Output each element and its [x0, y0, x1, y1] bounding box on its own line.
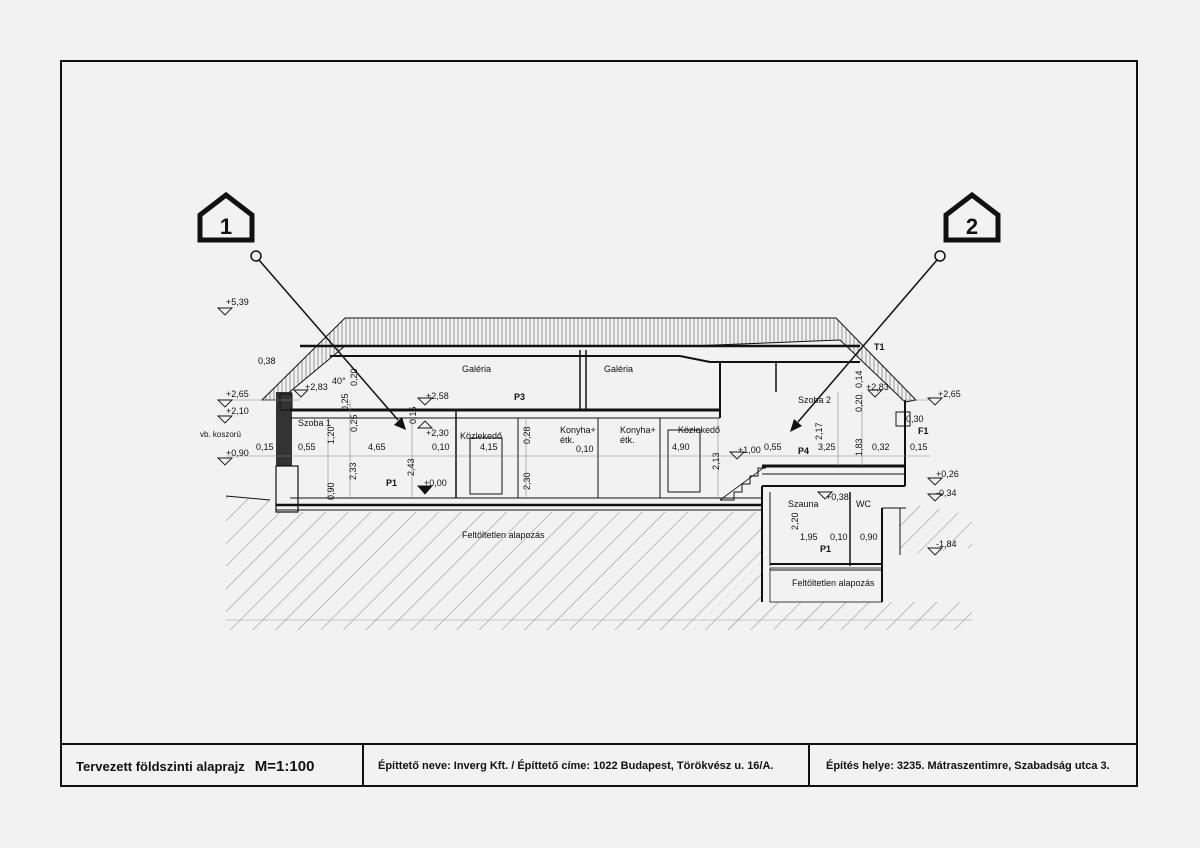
elevation-label: +2,83 [866, 382, 889, 392]
dimension-label: 4,15 [480, 442, 498, 452]
dimension-label: 1,20 [326, 426, 336, 444]
dimension-label: 0,25 [340, 393, 350, 411]
room-wc: WC [856, 499, 871, 509]
room-galeria-1: Galéria [462, 364, 491, 374]
dimension-label: 0,20 [349, 368, 359, 386]
dimension-label: 0,14 [854, 370, 864, 388]
dimension-label: 0,28 [522, 426, 532, 444]
guide-lines [226, 392, 930, 498]
dimension-label: 2,17 [814, 422, 824, 440]
room-galeria-2: Galéria [604, 364, 633, 374]
elevation-label: +0,00 [424, 478, 447, 488]
dimension-label: 2,33 [348, 462, 358, 480]
elevation-label: +2,10 [226, 406, 249, 416]
dimension-label: 0,10 [432, 442, 450, 452]
dimension-label: 0,15 [910, 442, 928, 452]
dimension-label: 0,32 [872, 442, 890, 452]
leader-anchor [934, 250, 946, 262]
dimension-label: 0,90 [860, 532, 878, 542]
arrow-head-icon [394, 417, 406, 430]
dimension-label: 0,30 [906, 414, 924, 424]
dimension-label: 3,25 [818, 442, 836, 452]
drawing-title-text: Tervezett földszinti alaprajz [76, 758, 245, 774]
room-szoba-2: Szoba 2 [798, 395, 831, 405]
layer-code: P1 [386, 478, 397, 488]
dimension-label: 4,65 [368, 442, 386, 452]
drawing-title: Tervezett földszinti alaprajz M=1:100 [76, 745, 314, 787]
layer-code: P4 [798, 446, 809, 456]
dimension-label: 0,10 [576, 444, 594, 454]
dimension-label: 2,13 [711, 452, 721, 470]
client-info: Építtető neve: Inverg Kft. / Építtető cí… [378, 760, 774, 772]
dimension-label: 0,55 [764, 442, 782, 452]
dimension-label: 40° [332, 376, 346, 386]
leader-line [797, 259, 938, 423]
room-konyha-1: Konyha+ [560, 425, 596, 435]
dimension-label: 1,83 [854, 438, 864, 456]
room-szauna: Szauna [788, 499, 819, 509]
room-konyha-1-sub: étk. [560, 435, 575, 445]
elevation-label: +2,83 [305, 382, 328, 392]
leader-line [258, 259, 399, 421]
marker-label: 1 [220, 214, 232, 239]
elevation-label: +0,26 [936, 469, 959, 479]
title-block: Tervezett földszinti alaprajz M=1:100 Ép… [60, 743, 1138, 787]
roof [260, 317, 918, 403]
dimension-label: 4,90 [672, 442, 690, 452]
house-marker-icon [943, 191, 1001, 243]
elevation-markers [216, 307, 944, 556]
dimension-label: 0,15 [256, 442, 274, 452]
arrow-head-icon [790, 419, 802, 432]
dimension-label: 0,25 [349, 414, 359, 432]
room-kozlekedo-2: Közlekedő [678, 425, 720, 435]
dimension-label: 0,90 [326, 482, 336, 500]
site-info: Építés helye: 3235. Mátraszentimre, Szab… [826, 760, 1110, 772]
dimension-label: 2,20 [790, 512, 800, 530]
dimension-label: 2,30 [522, 472, 532, 490]
house-marker-icon [197, 191, 255, 243]
section-marker-2[interactable]: 2 [790, 191, 1001, 432]
dimension-label: 2,43 [406, 458, 416, 476]
layer-code: P3 [514, 392, 525, 402]
building-structure [275, 350, 911, 602]
elevation-label: +2,65 [226, 389, 249, 399]
room-szoba-1: Szoba 1 [298, 418, 331, 428]
elevation-label: +2,65 [938, 389, 961, 399]
section-marker-1[interactable]: 1 [197, 191, 406, 430]
layer-code: P1 [820, 544, 831, 554]
title-block-divider [362, 745, 364, 787]
layer-code: F1 [918, 426, 929, 436]
leader-anchor [250, 250, 262, 262]
dimension-label: 0,10 [830, 532, 848, 542]
drawing-scale: M=1:100 [254, 757, 315, 775]
title-block-divider [808, 745, 810, 787]
layer-code: T1 [874, 342, 885, 352]
dimension-label: 0,15 [408, 406, 418, 424]
ground-fill [225, 495, 972, 630]
elevation-label: -1,84 [936, 539, 957, 549]
dimension-label: 0,38 [258, 356, 276, 366]
dimension-label: 1,95 [800, 532, 818, 542]
elevation-label: +2,58 [426, 391, 449, 401]
room-kozlekedo-1: Közlekedő [460, 431, 502, 441]
dimension-label: 0,20 [854, 394, 864, 412]
marker-label: 2 [966, 214, 978, 239]
elevation-label: +2,30 [426, 428, 449, 438]
elevation-label: +0,38 [826, 492, 849, 502]
drawing-frame [60, 60, 1138, 787]
elevation-label: -0,34 [936, 488, 957, 498]
room-konyha-2: Konyha+ [620, 425, 656, 435]
elevation-label: +1,00 [738, 445, 761, 455]
label-vb-koszoru: vb. koszorú [200, 430, 241, 439]
label-foundation-2: Feltöltetlen alapozás [792, 578, 875, 588]
dimension-label: 0,55 [298, 442, 316, 452]
label-foundation-1: Feltöltetlen alapozás [462, 530, 545, 540]
elevation-label: +5,39 [226, 297, 249, 307]
elevation-label: +0,90 [226, 448, 249, 458]
room-konyha-2-sub: étk. [620, 435, 635, 445]
